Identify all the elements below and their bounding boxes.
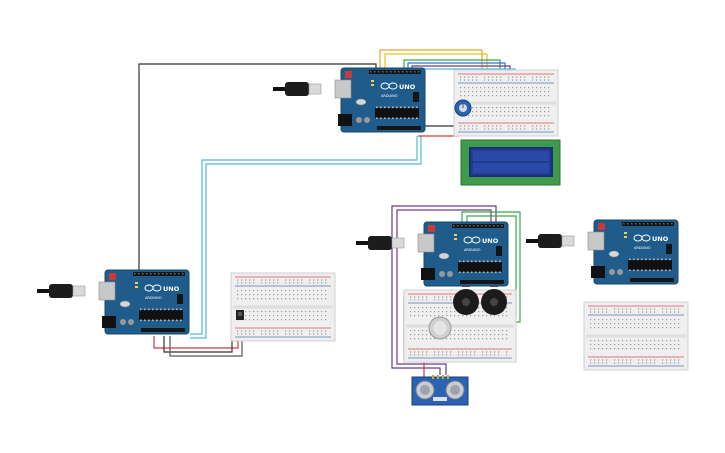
usb-cable <box>272 81 322 97</box>
ir-sensor-small <box>236 310 244 320</box>
board-model-label: UNO <box>652 235 669 243</box>
wire-cyan-b <box>190 136 422 339</box>
usb-cable <box>355 235 405 251</box>
round-sensor <box>428 316 452 340</box>
lcd-display <box>460 139 561 186</box>
potentiometer <box>454 99 472 117</box>
breadboard-left <box>230 272 336 342</box>
ultrasonic-sensor <box>411 375 469 406</box>
usb-cable <box>36 283 86 299</box>
usb-cable <box>525 233 575 249</box>
wire-cyan-a <box>190 136 418 335</box>
breadboard-right <box>583 301 689 371</box>
board-model-label: UNO <box>482 237 499 245</box>
wire-black-gnd-top <box>422 125 456 136</box>
piezo-buzzers <box>453 284 507 315</box>
wire-purple-mid-a <box>391 205 497 375</box>
board-brand-label: ARDUINO <box>381 94 398 98</box>
board-model-label: UNO <box>399 83 416 91</box>
breadboards <box>230 69 689 371</box>
breadboard-top <box>453 69 559 137</box>
board-model-label: UNO <box>163 285 180 293</box>
board-brand-label: ARDUINO <box>634 246 651 250</box>
board-brand-label: ARDUINO <box>145 296 162 300</box>
board-brand-label: ARDUINO <box>464 248 481 252</box>
